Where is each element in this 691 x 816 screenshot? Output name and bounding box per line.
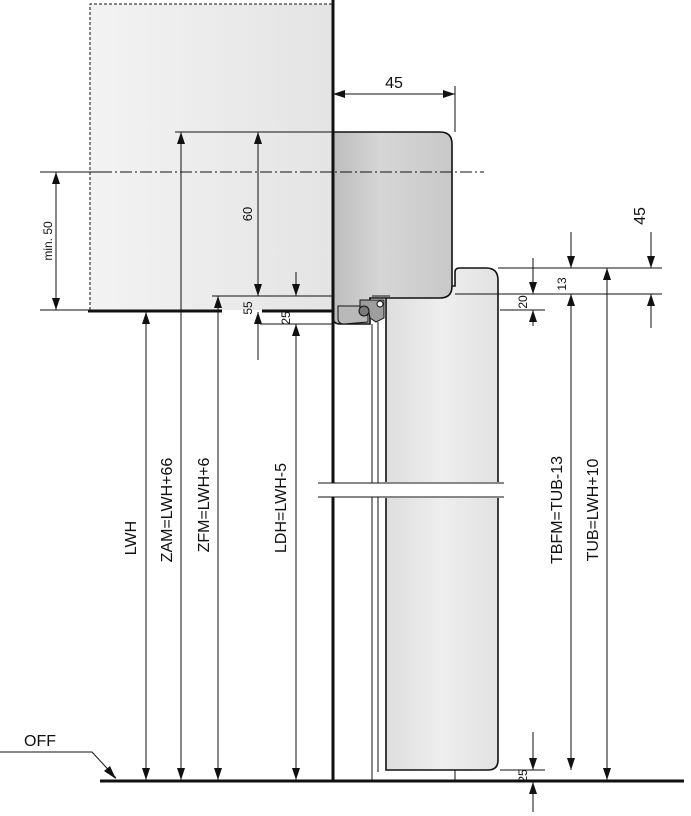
dim-60-label: 60 — [240, 207, 255, 221]
arrowhead — [52, 298, 60, 310]
arrowhead — [647, 256, 655, 268]
arrowhead — [647, 294, 655, 306]
seal-bead-small — [376, 300, 384, 308]
arrowhead — [104, 766, 116, 779]
dim-20-label: 20 — [516, 295, 530, 309]
door-leaf — [385, 267, 499, 771]
zam-label: ZAM=LWH+66 — [159, 458, 176, 563]
arrowhead — [603, 268, 611, 280]
arrowhead — [529, 282, 537, 294]
arrowhead — [254, 284, 262, 296]
dim-45-right-label: 45 — [632, 207, 649, 225]
door-break-gap — [318, 482, 504, 498]
off-leader-line — [0, 751, 117, 779]
arrowhead — [214, 768, 222, 780]
tub-label: TUB=LWH+10 — [585, 458, 602, 561]
frame-profile — [332, 131, 453, 325]
arrowhead — [529, 782, 537, 794]
ldh-label: LDH=LWH-5 — [273, 463, 290, 553]
seal-bead — [358, 305, 370, 317]
off-label: OFF — [24, 733, 56, 750]
arrowhead — [333, 90, 345, 98]
arrowhead — [254, 312, 262, 324]
lwh-label: LWH — [123, 521, 140, 555]
dim-25-bottom-label: 25 — [516, 769, 530, 783]
dim-55-label: 55 — [241, 301, 255, 315]
arrowhead — [177, 132, 185, 144]
arrowhead — [567, 294, 575, 306]
arrowhead — [529, 310, 537, 322]
arrowhead — [177, 768, 185, 780]
tbfm-label: TBFM=TUB-13 — [549, 456, 566, 564]
arrowhead — [292, 284, 300, 296]
arrowhead — [529, 758, 537, 770]
arrowhead — [52, 172, 60, 184]
arrowhead — [567, 758, 575, 770]
arrowhead — [214, 296, 222, 308]
arrowhead — [142, 312, 150, 324]
wall-block — [90, 4, 332, 310]
arrowhead — [443, 90, 455, 98]
wall-outline — [89, 3, 332, 310]
arrowhead — [603, 768, 611, 780]
dim-45-top-label: 45 — [385, 75, 403, 92]
arrowhead — [292, 324, 300, 336]
arrowhead — [292, 768, 300, 780]
arrowhead — [142, 768, 150, 780]
arrowhead — [254, 132, 262, 144]
dim-13-label: 13 — [555, 277, 569, 291]
dim-min50-label: min. 50 — [41, 221, 55, 261]
dim-25-left-label: 25 — [279, 311, 293, 325]
zfm-label: ZFM=LWH+6 — [196, 457, 213, 552]
arrowhead — [567, 256, 575, 268]
